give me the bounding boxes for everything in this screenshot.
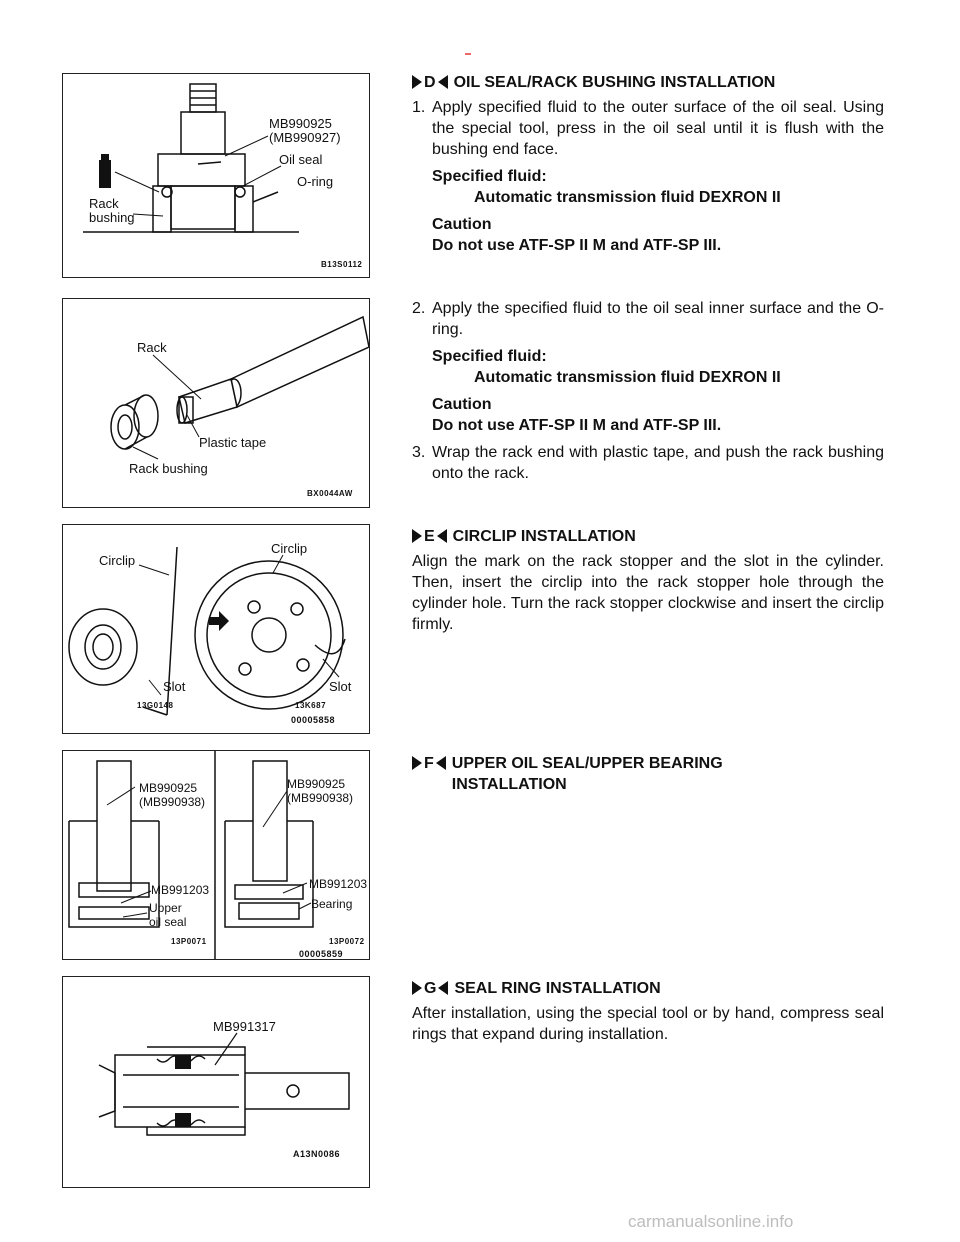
- figure-circlip: Circlip Circlip Slot Slot 13G0148 13K687…: [62, 524, 370, 734]
- label-rack: Rack: [137, 340, 167, 355]
- label-tool-left: MB990925: [139, 781, 198, 795]
- label-upper: Upper: [149, 901, 182, 915]
- step-2: 2. Apply the specified fluid to the oil …: [412, 300, 884, 338]
- rack-bushing-drawing: [110, 315, 369, 460]
- figure-rack-bushing: Rack Plastic tape Rack bushing BX0044AW: [62, 298, 370, 508]
- label-oil-seal: oil seal: [149, 915, 187, 929]
- figure-code-left: 13P0071: [171, 937, 207, 946]
- figure-code-right: 13P0072: [329, 937, 365, 946]
- figure-code-right: 13K687: [295, 701, 327, 710]
- figure-oil-seal-press: MB990925 (MB990927) Oil seal O-ring Rack…: [62, 73, 370, 278]
- label-oil-seal: Oil seal: [279, 152, 323, 167]
- label-o-ring: O-ring: [297, 174, 334, 189]
- label-tool-alt: (MB990927): [269, 130, 341, 145]
- caution-label: Caution: [432, 396, 492, 413]
- section-letter: D: [424, 74, 436, 91]
- label-tool: MB991317: [213, 1019, 276, 1034]
- upper-seal-bearing-drawing: [68, 751, 314, 959]
- figure-code: BX0044AW: [307, 489, 353, 498]
- triangle-left-icon: [436, 529, 447, 543]
- section-d-heading: D OIL SEAL/RACK BUSHING INSTALLATION: [412, 72, 884, 93]
- fluid-value: Automatic transmission fluid DEXRON II: [474, 369, 781, 386]
- figure-code-main: 00005859: [299, 949, 344, 959]
- triangle-right-icon: [412, 981, 422, 995]
- top-mark: [465, 53, 471, 55]
- triangle-left-icon: [435, 756, 446, 770]
- step-1: 1. Apply specified fluid to the outer su…: [412, 99, 884, 158]
- label-slot-left: Slot: [163, 679, 186, 694]
- caution-label: Caution: [432, 216, 492, 233]
- label-bearing: Bearing: [311, 897, 353, 911]
- section-letter: E: [424, 528, 435, 545]
- label-plastic-tape: Plastic tape: [199, 435, 267, 450]
- fluid-value: Automatic transmission fluid DEXRON II: [474, 189, 781, 206]
- label-tool-right: MB990925: [287, 777, 346, 791]
- section-title: UPPER OIL SEAL/UPPER BEARING INSTALLATIO…: [451, 755, 723, 793]
- section-e-heading: E CIRCLIP INSTALLATION: [412, 526, 884, 547]
- label-tool-left-alt: (MB990938): [139, 795, 206, 809]
- label-slot-right: Slot: [329, 679, 352, 694]
- section-g: G SEAL RING INSTALLATION After installat…: [412, 978, 884, 1051]
- section-e: E CIRCLIP INSTALLATION Align the mark on…: [412, 526, 884, 641]
- figure-code-left: 13G0148: [137, 701, 174, 710]
- caution-text: Do not use ATF-SP II M and ATF-SP III.: [432, 237, 722, 254]
- label-bushing: bushing: [89, 210, 135, 225]
- section-d: D OIL SEAL/RACK BUSHING INSTALLATION 1. …: [412, 72, 884, 256]
- section-title: OIL SEAL/RACK BUSHING INSTALLATION: [453, 74, 776, 91]
- section-title: CIRCLIP INSTALLATION: [452, 528, 636, 545]
- section-e-body: Align the mark on the rack stopper and t…: [412, 553, 884, 633]
- section-letter: F: [424, 755, 434, 772]
- label-mb991203-right: MB991203: [309, 877, 368, 891]
- caution-text: Do not use ATF-SP II M and ATF-SP III.: [432, 417, 722, 434]
- triangle-right-icon: [412, 75, 422, 89]
- figure-code-main: 00005858: [291, 715, 336, 725]
- label-tool-right-alt: (MB990938): [287, 791, 354, 805]
- figure-seal-ring: MB991317 A13N0086: [62, 976, 370, 1188]
- section-letter: G: [424, 980, 437, 997]
- label-rack: Rack: [89, 196, 119, 211]
- circlip-drawing: [68, 546, 346, 716]
- section-d-steps-2-3: 2. Apply the specified fluid to the oil …: [412, 298, 884, 490]
- watermark: carmanualsonline.info: [628, 1212, 794, 1231]
- figure-code: B13S0112: [321, 260, 363, 269]
- label-mb991203-left: MB991203: [151, 883, 210, 897]
- section-title: SEAL RING INSTALLATION: [454, 980, 661, 997]
- label-rack-bushing: Rack bushing: [129, 461, 208, 476]
- label-tool-number: MB990925: [269, 116, 332, 131]
- fluid-label: Specified fluid:: [432, 168, 547, 185]
- label-circlip-left: Circlip: [99, 553, 136, 568]
- triangle-left-icon: [437, 75, 448, 89]
- triangle-right-icon: [412, 756, 422, 770]
- section-g-body: After installation, using the special to…: [412, 1005, 884, 1043]
- seal-ring-drawing: [98, 1032, 350, 1136]
- section-g-heading: G SEAL RING INSTALLATION: [412, 978, 884, 999]
- step-3: 3. Wrap the rack end with plastic tape, …: [412, 444, 884, 482]
- section-f: F UPPER OIL SEAL/UPPER BEARING INSTALLAT…: [412, 753, 884, 799]
- oil-seal-press-drawing: [83, 83, 299, 233]
- figure-upper-seal-bearing: MB990925 (MB990938) MB991203 Upper oil s…: [62, 750, 370, 960]
- triangle-right-icon: [412, 529, 422, 543]
- label-circlip-right: Circlip: [271, 541, 308, 556]
- figure-code: A13N0086: [293, 1149, 341, 1159]
- section-f-heading: F UPPER OIL SEAL/UPPER BEARING INSTALLAT…: [412, 753, 884, 795]
- fluid-label: Specified fluid:: [432, 348, 547, 365]
- triangle-left-icon: [438, 981, 449, 995]
